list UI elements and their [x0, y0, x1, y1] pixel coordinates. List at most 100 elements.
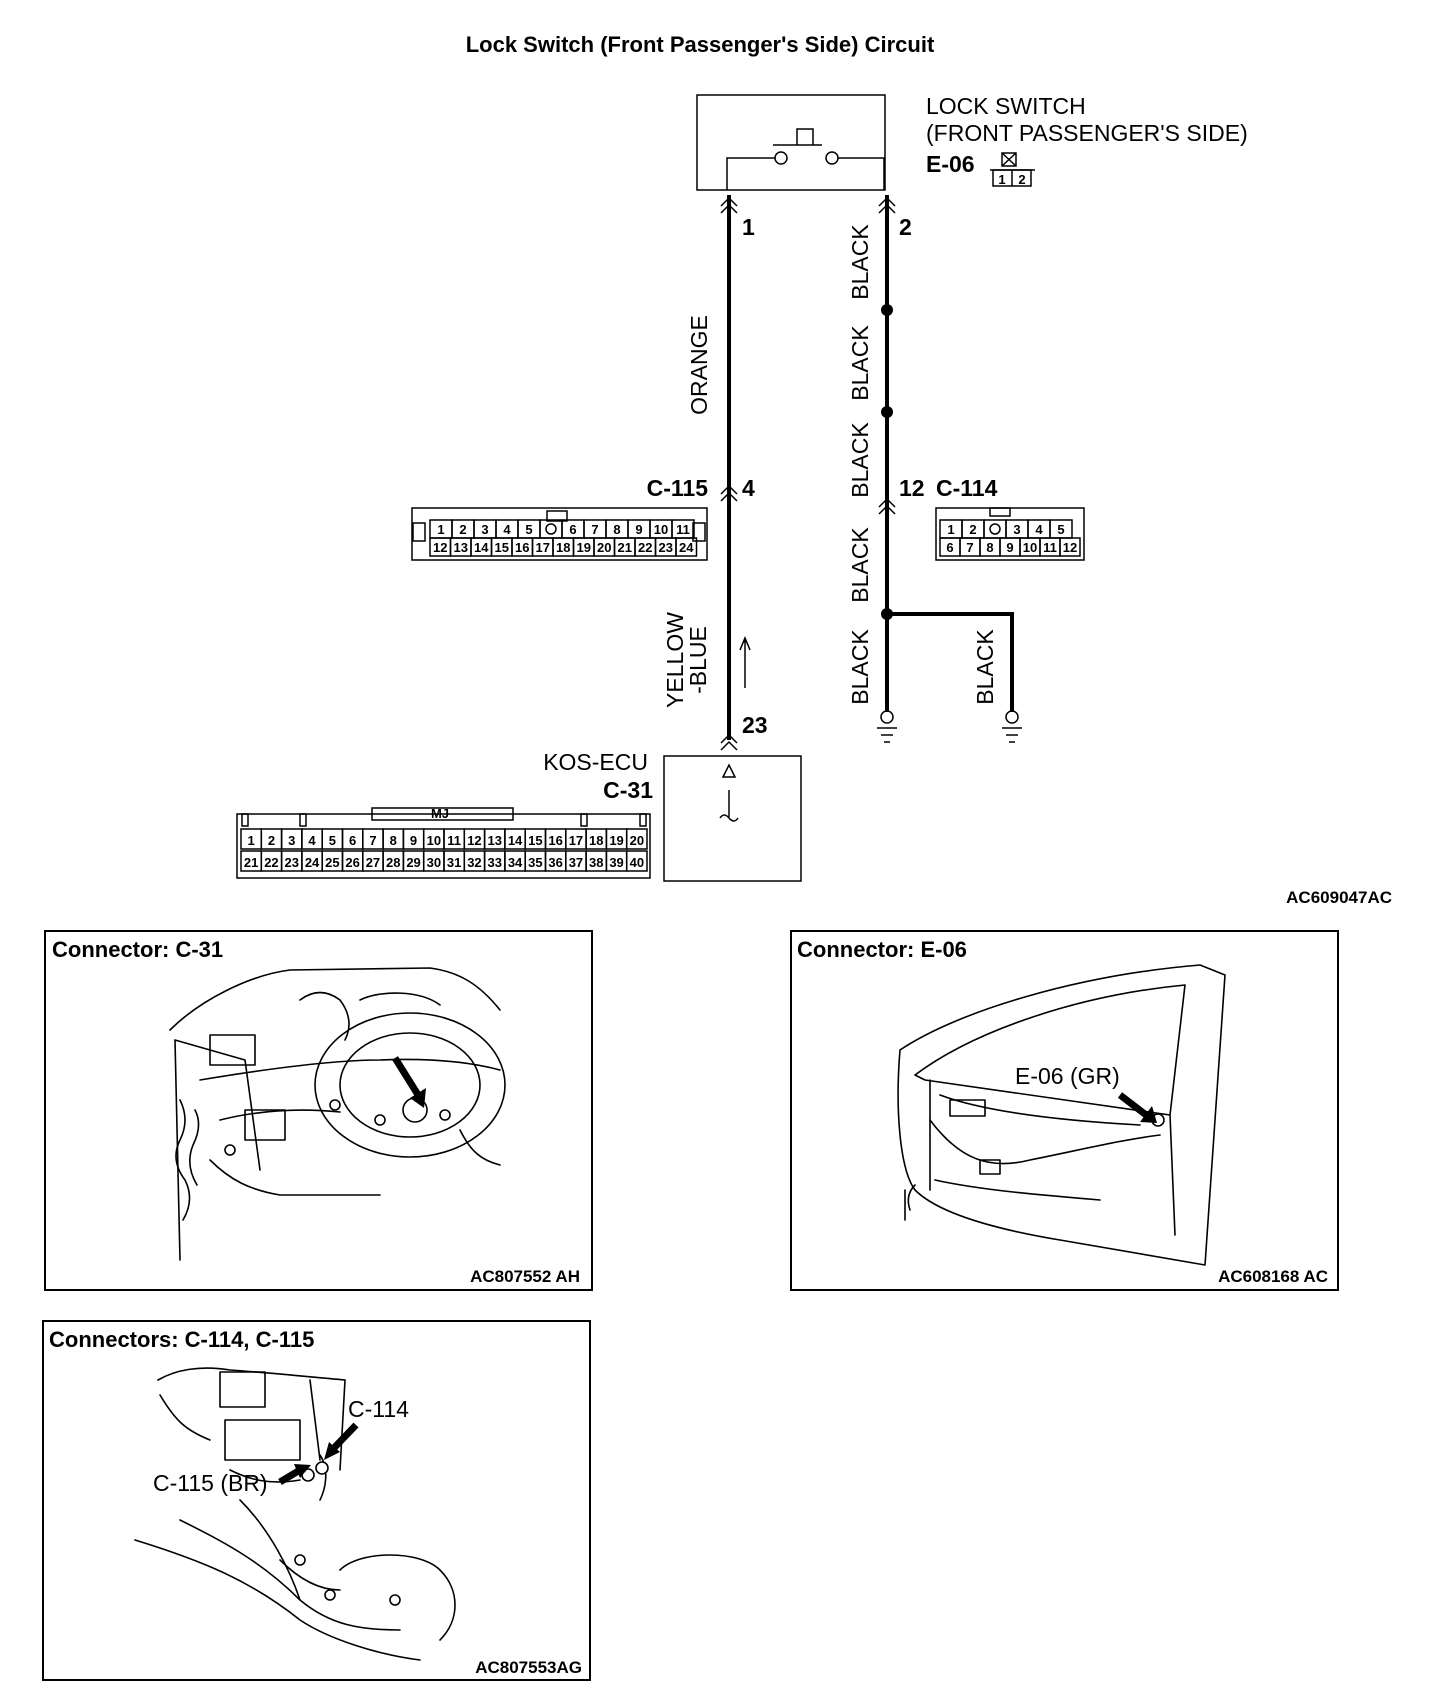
c115-pin-number: 19	[577, 540, 591, 555]
c31-pin-number: 14	[508, 833, 523, 848]
lock-switch-component	[696, 94, 886, 191]
c31-pin-number: 13	[488, 833, 502, 848]
lock-switch-label-line1: LOCK SWITCH	[926, 93, 1086, 119]
diagram-code: AC609047AC	[1286, 888, 1392, 907]
c31-pin-number: 25	[325, 855, 339, 870]
wire-label-blue: -BLUE	[685, 626, 711, 694]
c31-pin-number: 8	[390, 833, 397, 848]
c115-pin-number: 17	[536, 540, 550, 555]
c115-pin-number: 5	[525, 522, 532, 537]
c31-pin-number: 34	[508, 855, 523, 870]
c115-pin-number: 8	[613, 522, 620, 537]
panel-e06-code: AC608168 AC	[1218, 1267, 1328, 1286]
ground-symbol-2	[1002, 710, 1022, 743]
c115-pin-number: 20	[597, 540, 611, 555]
c31-pin-number: 27	[366, 855, 380, 870]
c31-pin-number: 23	[285, 855, 299, 870]
wire-label-black-6: BLACK	[972, 629, 998, 705]
splice-dot-1	[881, 304, 893, 316]
c31-pin-number: 16	[548, 833, 562, 848]
c31-pin-number: 38	[589, 855, 603, 870]
c31-pin-number: 40	[630, 855, 644, 870]
c115-pin-number: 24	[679, 540, 694, 555]
c115-pin-number: 23	[659, 540, 673, 555]
c115-pin-number: 12	[433, 540, 447, 555]
c31-pin-number: 7	[369, 833, 376, 848]
c114-pin-number: 6	[946, 540, 953, 555]
c114-pin-number: 3	[1013, 522, 1020, 537]
terminal-e06-pin2: 2	[899, 214, 912, 240]
panel-connectors-c114-c115: Connectors: C-114, C-115 AC807553AG	[42, 1320, 591, 1681]
splice-dot-3	[881, 608, 893, 620]
c114-chevron	[878, 497, 896, 515]
panel-connector-c31: Connector: C-31 AC807552 AH	[44, 930, 593, 1291]
c114-pin-number: 1	[947, 522, 954, 537]
wire-label-orange: ORANGE	[686, 315, 712, 415]
c31-pin-number: 37	[569, 855, 583, 870]
c115-pin-number: 4	[503, 522, 511, 537]
c31-pin-number: 20	[630, 833, 644, 848]
c31-pin-number: 2	[268, 833, 275, 848]
c31-pin-number: 3	[288, 833, 295, 848]
c115-pin-number: 21	[618, 540, 632, 555]
c31-pin-number: 12	[467, 833, 481, 848]
c115-label: C-115	[647, 475, 709, 501]
c31-tag: MJ	[431, 806, 449, 821]
c31-pin-number: 15	[528, 833, 542, 848]
c115-pin-number: 3	[481, 522, 488, 537]
wire-label-black-3: BLACK	[847, 422, 873, 498]
c114-callout: C-114	[348, 1396, 409, 1422]
c115-pin-number: 14	[474, 540, 489, 555]
c115-pin-number: 7	[591, 522, 598, 537]
door-illustration	[897, 964, 1226, 1266]
c115-pin-number: 22	[638, 540, 652, 555]
c115-pin-number: 15	[495, 540, 509, 555]
c31-pin-number: 1	[248, 833, 255, 848]
panel-e06-title: Connector: E-06	[797, 937, 967, 962]
wire-label-yellow: YELLOW	[662, 612, 688, 708]
c31-pin-number: 28	[386, 855, 400, 870]
c114-pin-number: 8	[986, 540, 993, 555]
c31-pin-number: 17	[569, 833, 583, 848]
c31-pin-number: 18	[589, 833, 603, 848]
c115-pin-number: 2	[459, 522, 466, 537]
c31-pin-number: 4	[308, 833, 316, 848]
signal-direction-arrow	[739, 636, 751, 688]
c115-pin-cell	[675, 537, 698, 557]
c31-pin-number: 9	[410, 833, 417, 848]
e06-connector-label: E-06	[926, 151, 975, 177]
terminal-c31-pin: 23	[742, 712, 768, 738]
e06-pin1-chevron	[720, 196, 738, 214]
terminal-c114-pin: 12	[899, 475, 925, 501]
c31-label: C-31	[603, 777, 653, 803]
c31-pin-number: 11	[447, 833, 461, 848]
c114-pin-cell	[1059, 537, 1081, 557]
c115-pin-number: 1	[437, 522, 444, 537]
c114-lock-mark	[989, 523, 1001, 535]
c31-pin-number: 22	[264, 855, 278, 870]
c31-pin-number: 10	[427, 833, 441, 848]
c115-pin-number: 9	[635, 522, 642, 537]
c115-pin-number: 6	[569, 522, 576, 537]
ground-symbol-1	[877, 710, 897, 743]
c114-pin-number: 7	[966, 540, 973, 555]
wire-label-black-5: BLACK	[847, 629, 873, 705]
c31-pin-number: 6	[349, 833, 356, 848]
dashboard-illustration	[169, 967, 506, 1261]
c114-pin-number: 4	[1035, 522, 1043, 537]
c114-pin-number: 11	[1043, 540, 1057, 555]
c114-pin-number: 10	[1023, 540, 1037, 555]
c31-pin-number: 31	[447, 855, 461, 870]
c114-pin-number: 9	[1006, 540, 1013, 555]
c31-pin-number: 35	[528, 855, 542, 870]
c114-label: C-114	[936, 475, 998, 501]
lock-switch-label-line2: (FRONT PASSENGER'S SIDE)	[926, 120, 1248, 146]
c115-pin-number: 10	[654, 522, 668, 537]
c114-pin-number: 12	[1063, 540, 1077, 555]
c115-pin-number: 18	[556, 540, 570, 555]
wire-label-black-2: BLACK	[847, 325, 873, 401]
c31-pin-number: 32	[467, 855, 481, 870]
c115-pin-number: 16	[515, 540, 529, 555]
